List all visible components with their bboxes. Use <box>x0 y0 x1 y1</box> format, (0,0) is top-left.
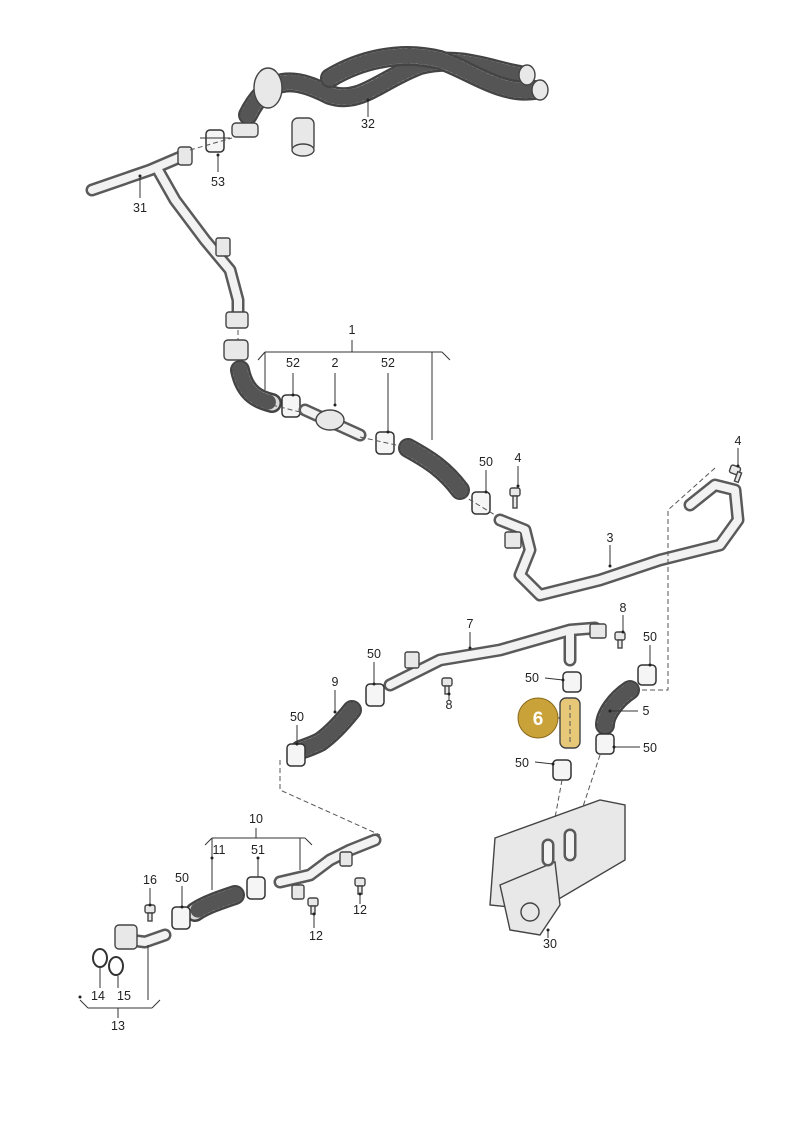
part-50-clamp[interactable] <box>286 743 306 767</box>
label-11[interactable]: 11 <box>213 843 226 857</box>
part-12-bolt[interactable] <box>307 897 319 915</box>
label-16[interactable]: 16 <box>143 873 157 887</box>
part-31-coolant-pipe[interactable] <box>85 146 249 329</box>
highlight-number: 6 <box>533 709 544 730</box>
label-1[interactable]: 1 <box>349 323 356 337</box>
part-51-clamp[interactable] <box>246 876 266 900</box>
part-50-clamp[interactable] <box>552 759 572 781</box>
part-4-bolt[interactable] <box>728 464 743 484</box>
label-51[interactable]: 51 <box>251 843 265 857</box>
label-50[interactable]: 50 <box>367 647 381 661</box>
part-labels: 32 53 31 1 52 2 52 4 50 4 3 8 7 50 50 9 … <box>91 117 741 1033</box>
part-50-clamp[interactable] <box>171 906 191 930</box>
label-15[interactable]: 15 <box>117 989 131 1003</box>
part-50-clamp[interactable] <box>562 671 582 693</box>
label-13[interactable]: 13 <box>111 1019 125 1033</box>
part-9-hose[interactable] <box>290 700 362 760</box>
part-8-bolt[interactable] <box>614 631 626 649</box>
label-4[interactable]: 4 <box>735 434 742 448</box>
label-2[interactable]: 2 <box>332 356 339 370</box>
label-12[interactable]: 12 <box>353 903 367 917</box>
label-50[interactable]: 50 <box>525 671 539 685</box>
label-50[interactable]: 50 <box>290 710 304 724</box>
guide-line <box>279 760 381 836</box>
part-11-hose[interactable] <box>185 885 245 922</box>
label-8[interactable]: 8 <box>620 601 627 615</box>
part-53-clamp[interactable] <box>200 129 230 153</box>
part-32-heater-hose[interactable] <box>231 46 549 157</box>
part-5-hose[interactable] <box>595 680 640 735</box>
label-31[interactable]: 31 <box>133 201 147 215</box>
guide-line <box>549 779 563 846</box>
part-3-coolant-pipe[interactable] <box>493 478 745 602</box>
part-7-coolant-pipe[interactable] <box>383 621 607 692</box>
part-4-bolt[interactable] <box>509 487 521 509</box>
part-50-clamp[interactable] <box>365 683 385 707</box>
label-12[interactable]: 12 <box>309 929 323 943</box>
part-50-clamp[interactable] <box>637 664 657 686</box>
label-50[interactable]: 50 <box>643 630 657 644</box>
label-10[interactable]: 10 <box>249 812 263 826</box>
label-7[interactable]: 7 <box>467 617 474 631</box>
part-15-o-ring[interactable] <box>108 956 124 976</box>
part-1-hose-assembly[interactable] <box>223 339 470 500</box>
highlight-badge-6[interactable]: 6 <box>517 697 559 739</box>
label-50[interactable]: 50 <box>515 756 529 770</box>
guide-line <box>189 137 233 151</box>
part-10-coolant-pipe[interactable] <box>273 833 382 900</box>
part-50-clamp[interactable] <box>595 733 615 755</box>
part-14-o-ring[interactable] <box>92 948 108 968</box>
label-14[interactable]: 14 <box>91 989 105 1003</box>
part-8-bolt[interactable] <box>441 677 453 695</box>
label-50[interactable]: 50 <box>643 741 657 755</box>
label-30[interactable]: 30 <box>543 937 557 951</box>
part-13-flange-pipe[interactable] <box>114 924 172 950</box>
label-9[interactable]: 9 <box>332 675 339 689</box>
label-52[interactable]: 52 <box>381 356 395 370</box>
part-6-hose[interactable] <box>559 697 581 749</box>
label-50[interactable]: 50 <box>175 871 189 885</box>
label-52[interactable]: 52 <box>286 356 300 370</box>
part-12-bolt[interactable] <box>354 877 366 895</box>
label-8[interactable]: 8 <box>446 698 453 712</box>
guide-line <box>640 467 716 691</box>
part-2-valve[interactable] <box>298 403 367 442</box>
guide-line <box>271 404 301 413</box>
part-16-bolt[interactable] <box>144 904 156 922</box>
label-50[interactable]: 50 <box>479 455 493 469</box>
part-52-clamp[interactable] <box>281 394 301 418</box>
label-5[interactable]: 5 <box>643 704 650 718</box>
label-4[interactable]: 4 <box>515 451 522 465</box>
label-53[interactable]: 53 <box>211 175 225 189</box>
leader-lines <box>78 98 740 1018</box>
part-50-clamp[interactable] <box>471 491 491 515</box>
part-30-oil-cooler[interactable] <box>489 799 626 936</box>
label-3[interactable]: 3 <box>607 531 614 545</box>
label-32[interactable]: 32 <box>361 117 375 131</box>
